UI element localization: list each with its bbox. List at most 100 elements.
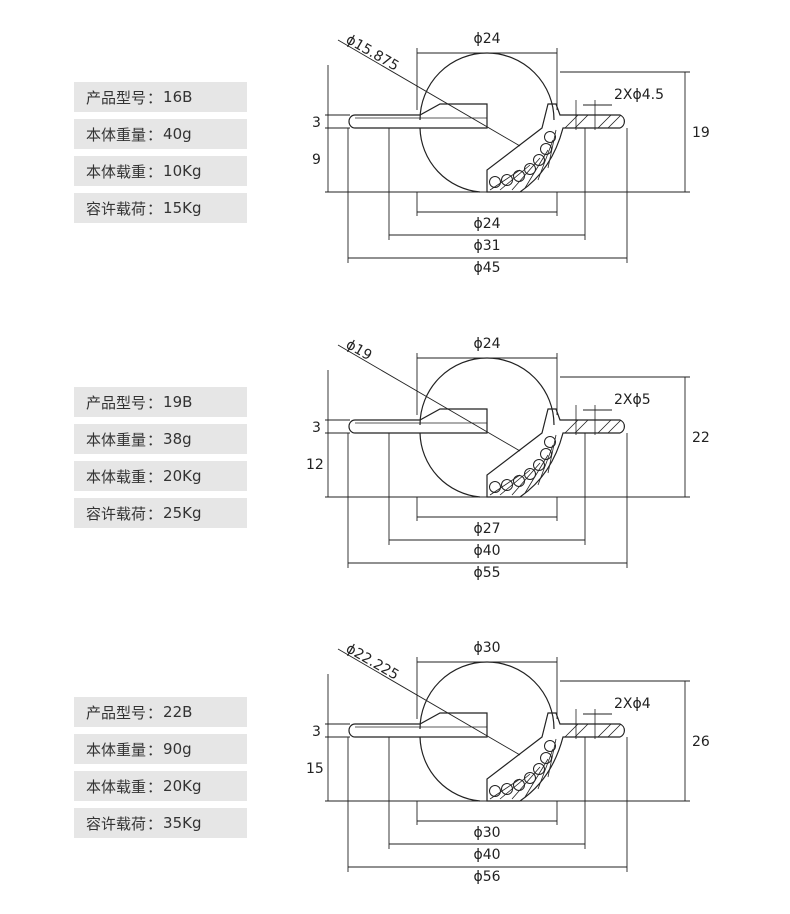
spec-row-load: 本体载重：10Kg — [74, 156, 247, 186]
spec-row-weight: 本体重量：38g — [74, 424, 247, 454]
spec-separator: ： — [147, 393, 163, 412]
dim-inner-label: ϕ24 — [473, 216, 500, 232]
flange-left — [348, 103, 488, 129]
spec-value: 10Kg — [163, 162, 202, 180]
spec-label: 容许载荷 — [86, 199, 147, 218]
spec-row-allowable: 容许载荷：15Kg — [74, 193, 247, 223]
spec-table-16b: 产品型号：16B 本体重量：40g 本体载重：10Kg 容许载荷：15Kg — [74, 82, 247, 230]
spec-label: 本体重量 — [86, 125, 147, 144]
dim-inner-label: ϕ30 — [473, 825, 500, 841]
spec-label: 产品型号 — [86, 703, 147, 722]
housing — [486, 712, 625, 802]
spec-separator: ： — [147, 504, 163, 523]
dim-body-label: 9 — [312, 152, 321, 168]
hatch-right — [564, 419, 622, 434]
spec-value: 15Kg — [163, 199, 202, 217]
spec-value: 20Kg — [163, 467, 202, 485]
dim-top-label: ϕ30 — [473, 640, 500, 656]
spec-separator: ： — [147, 814, 163, 833]
spec-separator: ： — [147, 88, 163, 107]
spec-value: 19B — [163, 393, 193, 411]
spec-separator: ： — [147, 199, 163, 218]
spec-label: 本体重量 — [86, 430, 147, 449]
spec-value: 16B — [163, 88, 193, 106]
dim-body-label: 12 — [306, 457, 324, 473]
dim-top-label: ϕ24 — [473, 31, 500, 47]
spec-row-allowable: 容许载荷：35Kg — [74, 808, 247, 838]
drawing-22b: ϕ22.225 ϕ30 2Xϕ4 26 3 15 ϕ30 ϕ40 ϕ56 — [306, 640, 710, 885]
spec-table-22b: 产品型号：22B 本体重量：90g 本体载重：20Kg 容许载荷：35Kg — [74, 697, 247, 845]
spec-value: 20Kg — [163, 777, 202, 795]
dim-hole-label: 2Xϕ5 — [614, 392, 651, 408]
spec-label: 本体载重 — [86, 777, 147, 796]
spec-separator: ： — [147, 125, 163, 144]
spec-value: 35Kg — [163, 814, 202, 832]
dim-outer-label: ϕ55 — [473, 565, 500, 581]
leader-ball — [337, 344, 521, 452]
dim-hole-label: 2Xϕ4.5 — [614, 87, 664, 103]
spec-value: 22B — [163, 703, 193, 721]
dim-height-label: 26 — [692, 734, 710, 750]
ball-arc-lower — [419, 127, 481, 193]
spec-label: 本体载重 — [86, 162, 147, 181]
flange-left — [348, 408, 488, 434]
spec-label: 产品型号 — [86, 393, 147, 412]
spec-label: 本体重量 — [86, 740, 147, 759]
spec-row-weight: 本体重量：40g — [74, 119, 247, 149]
spec-separator: ： — [147, 467, 163, 486]
drawing-16b: ϕ15.875 ϕ24 2Xϕ4.5 19 3 9 ϕ24 ϕ31 ϕ45 — [312, 31, 710, 276]
spec-row-model: 产品型号：19B — [74, 387, 247, 417]
dim-outer-label: ϕ45 — [473, 260, 500, 276]
hatch-lower — [489, 738, 557, 800]
dim-flange-label: 3 — [312, 724, 321, 740]
spec-row-allowable: 容许载荷：25Kg — [74, 498, 247, 528]
bearing-balls — [489, 131, 556, 188]
spec-value: 38g — [163, 430, 192, 448]
spec-row-load: 本体载重：20Kg — [74, 461, 247, 491]
leader-ball — [337, 648, 521, 756]
dim-ball-label: ϕ15.875 — [343, 32, 401, 75]
hatch-right — [564, 723, 622, 738]
dim-outer-label: ϕ56 — [473, 869, 500, 885]
hatch-lower — [489, 434, 557, 496]
dim-hole-label: 2Xϕ4 — [614, 696, 651, 712]
spec-separator: ： — [147, 430, 163, 449]
spec-label: 容许载荷 — [86, 814, 147, 833]
spec-row-model: 产品型号：22B — [74, 697, 247, 727]
dim-ball-label: ϕ22.225 — [343, 641, 401, 684]
spec-separator: ： — [147, 162, 163, 181]
ball-arc-lower — [419, 736, 481, 802]
flange-left — [348, 712, 488, 738]
bearing-balls — [489, 740, 556, 797]
dim-top-label: ϕ24 — [473, 336, 500, 352]
dim-pitch-label: ϕ31 — [473, 238, 500, 254]
hatch-lower — [489, 129, 557, 191]
spec-row-load: 本体载重：20Kg — [74, 771, 247, 801]
dim-flange-label: 3 — [312, 115, 321, 131]
spec-separator: ： — [147, 740, 163, 759]
spec-row-model: 产品型号：16B — [74, 82, 247, 112]
dim-flange-label: 3 — [312, 420, 321, 436]
leader-ball — [337, 39, 521, 147]
spec-table-19b: 产品型号：19B 本体重量：38g 本体载重：20Kg 容许载荷：25Kg — [74, 387, 247, 535]
dim-inner-label: ϕ27 — [473, 521, 500, 537]
drawing-19b: ϕ19 ϕ24 2Xϕ5 22 3 12 ϕ27 ϕ40 ϕ55 — [306, 336, 710, 581]
spec-value: 25Kg — [163, 504, 202, 522]
dim-ball-label: ϕ19 — [343, 337, 374, 364]
hatch-right — [564, 114, 622, 129]
spec-separator: ： — [147, 703, 163, 722]
housing — [486, 103, 625, 193]
spec-label: 本体载重 — [86, 467, 147, 486]
dim-pitch-label: ϕ40 — [473, 543, 500, 559]
spec-label: 容许载荷 — [86, 504, 147, 523]
spec-label: 产品型号 — [86, 88, 147, 107]
dim-height-label: 22 — [692, 430, 710, 446]
dim-pitch-label: ϕ40 — [473, 847, 500, 863]
spec-separator: ： — [147, 777, 163, 796]
ball-arc-lower — [419, 432, 481, 498]
spec-value: 40g — [163, 125, 192, 143]
dim-body-label: 15 — [306, 761, 324, 777]
dim-height-label: 19 — [692, 125, 710, 141]
spec-value: 90g — [163, 740, 192, 758]
spec-row-weight: 本体重量：90g — [74, 734, 247, 764]
